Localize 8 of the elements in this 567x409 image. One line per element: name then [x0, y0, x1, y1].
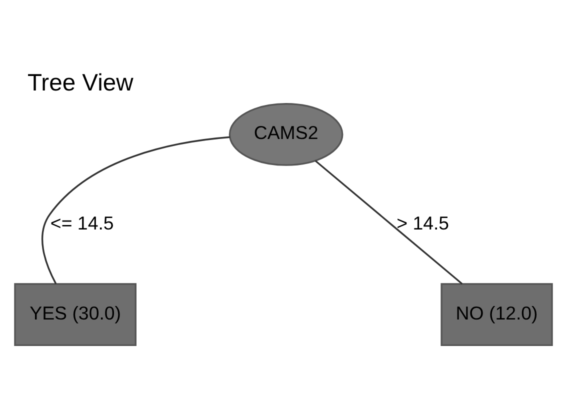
node-ellipse: CAMS2: [228, 102, 344, 166]
node-box: YES (30.0): [14, 282, 136, 346]
edge-label: <= 14.5: [50, 212, 114, 233]
connector: [314, 160, 463, 284]
diagram-title: Tree View: [28, 69, 134, 96]
node-box: NO (12.0): [440, 282, 553, 346]
connector: [42, 136, 230, 284]
edge-label: > 14.5: [396, 212, 450, 233]
